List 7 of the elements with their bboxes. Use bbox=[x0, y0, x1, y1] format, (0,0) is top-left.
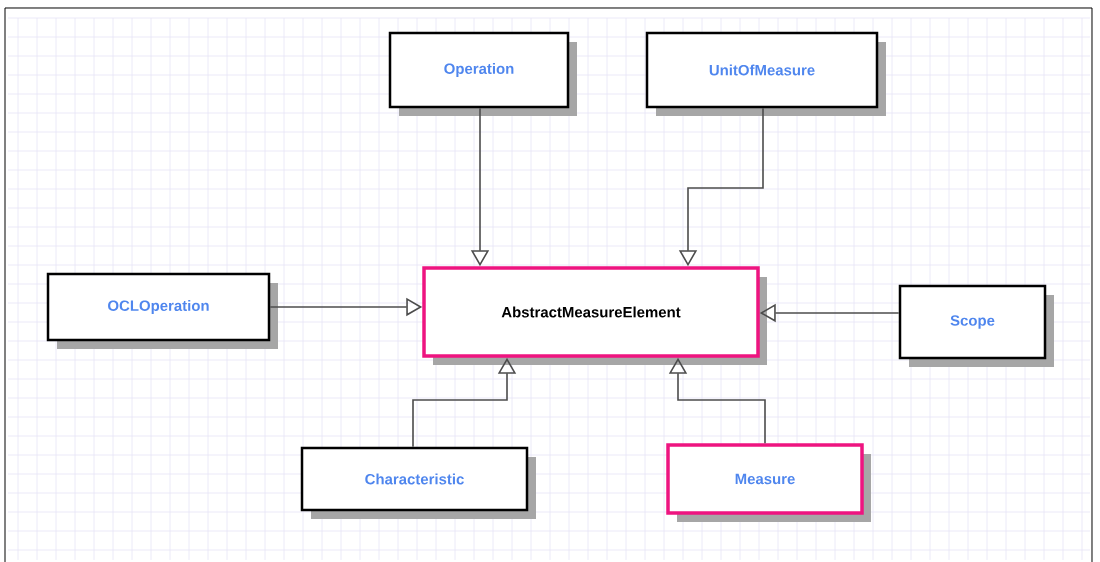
class-box: UnitOfMeasure bbox=[645, 31, 886, 116]
class-box: AbstractMeasureElement bbox=[422, 266, 767, 365]
class-box: OCLOperation bbox=[46, 272, 278, 349]
class-box: Operation bbox=[388, 31, 577, 116]
class-box: Characteristic bbox=[300, 446, 536, 519]
class-box: Measure bbox=[666, 443, 871, 522]
class-box: Scope bbox=[898, 284, 1054, 367]
